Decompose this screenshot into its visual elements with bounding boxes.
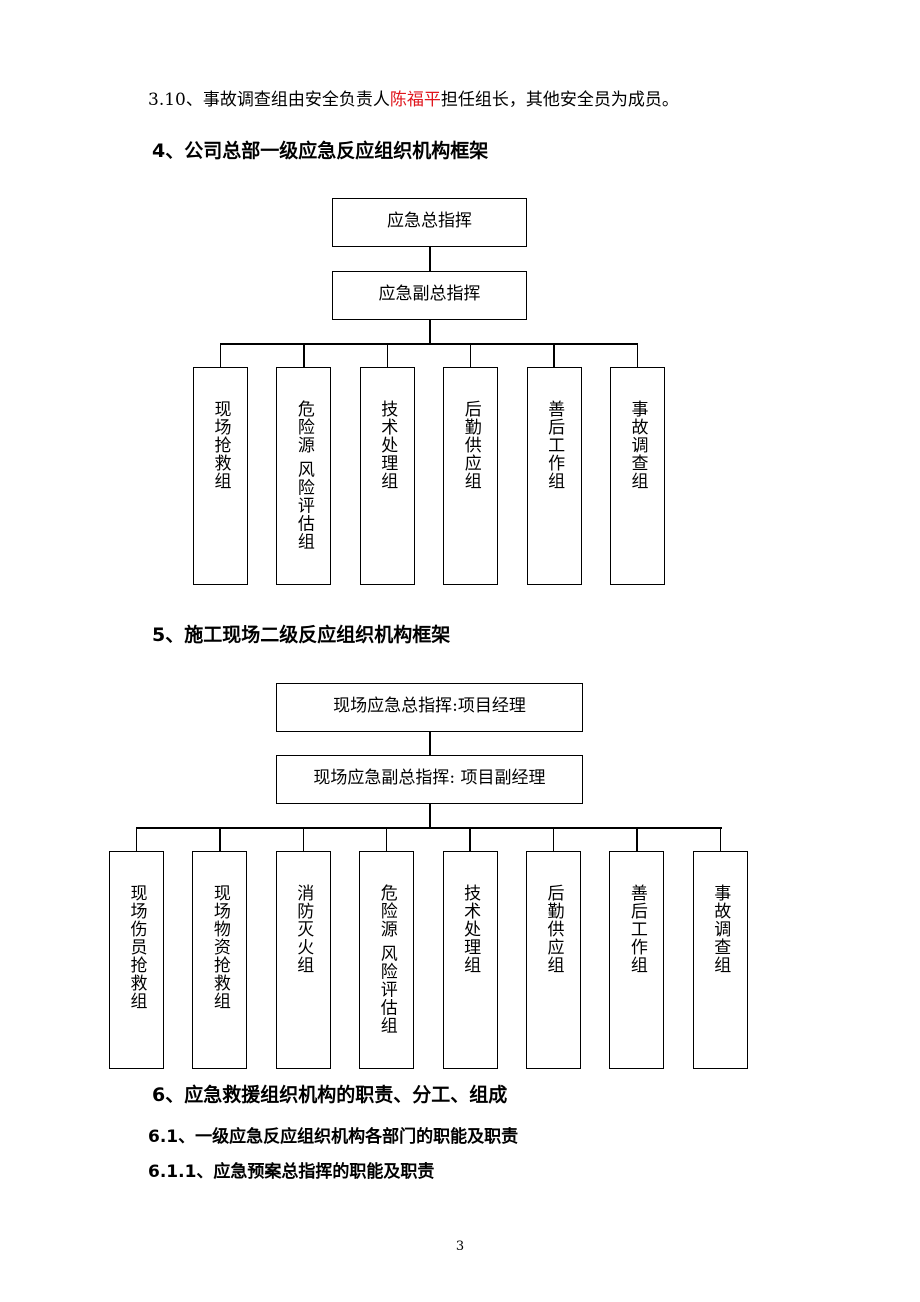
intro-suffix: 担任组长，其他安全员为成员。 (440, 90, 679, 110)
group-connector (385, 827, 388, 851)
group-label: 后勤供应组 (543, 884, 564, 974)
group-box: 善后工作组 (609, 851, 665, 1069)
group-label: 技术处理组 (377, 400, 398, 490)
chart1-connector (429, 320, 431, 344)
group-connector (219, 827, 221, 851)
chart2-connector (429, 732, 431, 756)
group-label: 善后工作组 (626, 884, 647, 974)
group-connector (386, 343, 389, 367)
chart1-second-box: 应急副总指挥 (332, 271, 527, 320)
group-box: 事故调查组 (692, 851, 748, 1069)
group-label: 事故调查组 (710, 884, 731, 974)
group-label: 技术处理组 (460, 884, 481, 974)
section6-sub2: 6.1.1、应急预案总指挥的职能及职责 (148, 1162, 435, 1182)
group-label: 事故调查组 (627, 400, 648, 490)
intro-highlight-name: 陈福平 (389, 90, 441, 110)
chart2-second-box: 现场应急副总指挥: 项目副经理 (276, 755, 583, 804)
group-label: 危险源 风险评估组 (376, 884, 397, 1035)
group-connector (302, 827, 305, 851)
group-box: 现场抢救组 (193, 367, 248, 585)
group-box: 技术处理组 (359, 367, 415, 585)
section6-heading: 6、应急救援组织机构的职责、分工、组成 (152, 1084, 508, 1106)
chart1-top-box: 应急总指挥 (332, 198, 527, 247)
chart2-connector (429, 804, 431, 828)
group-label: 消防灭火组 (293, 884, 314, 974)
group-box: 事故调查组 (610, 367, 665, 585)
section4-heading: 4、公司总部一级应急反应组织机构框架 (152, 140, 489, 162)
chart2-bus-line (137, 827, 722, 829)
intro-paragraph: 3.10、事故调查组由安全负责人陈福平担任组长，其他安全员为成员。 (148, 88, 679, 112)
group-box: 危险源 风险评估组 (276, 367, 332, 585)
group-label: 善后工作组 (544, 400, 565, 490)
group-connector (552, 827, 555, 851)
section6-sub1: 6.1、一级应急反应组织机构各部门的职能及职责 (148, 1127, 519, 1147)
group-label: 现场抢救组 (210, 400, 231, 490)
intro-prefix: 3.10、事故调查组由安全负责人 (148, 90, 390, 110)
group-label: 现场伤员抢救组 (126, 884, 147, 1010)
page-number: 3 (455, 1239, 465, 1254)
group-connector (469, 827, 471, 851)
group-box: 善后工作组 (526, 367, 582, 585)
group-box: 消防灭火组 (275, 851, 331, 1069)
chart1-connector (429, 247, 431, 271)
group-connector (135, 827, 138, 851)
group-connector (303, 343, 305, 367)
group-box: 后勤供应组 (443, 367, 499, 585)
section5-heading: 5、施工现场二级反应组织机构框架 (152, 624, 451, 646)
group-box: 危险源 风险评估组 (359, 851, 415, 1069)
group-label: 现场物资抢救组 (209, 884, 230, 1010)
group-box: 现场伤员抢救组 (109, 851, 164, 1069)
group-label: 后勤供应组 (460, 400, 481, 490)
group-connector (553, 343, 555, 367)
chart1-bus-line (220, 343, 638, 345)
group-connector (469, 343, 472, 367)
group-connector (219, 343, 222, 367)
group-box: 技术处理组 (442, 851, 498, 1069)
group-connector (719, 827, 722, 851)
group-connector (636, 827, 638, 851)
chart2-top-box: 现场应急总指挥:项目经理 (276, 683, 583, 732)
group-connector (636, 343, 639, 367)
group-label: 危险源 风险评估组 (293, 400, 314, 551)
group-box: 现场物资抢救组 (192, 851, 248, 1069)
group-box: 后勤供应组 (526, 851, 581, 1069)
